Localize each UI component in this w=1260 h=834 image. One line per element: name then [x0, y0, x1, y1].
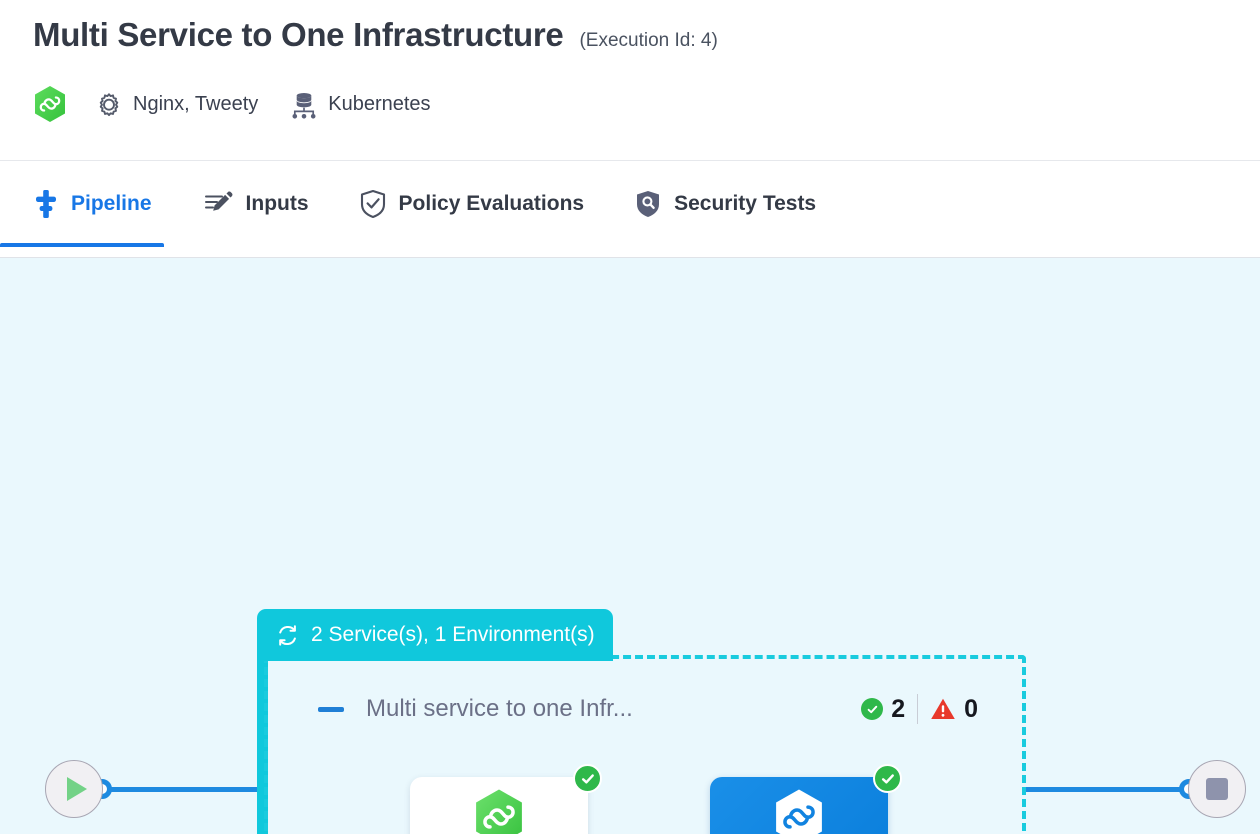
- shield-check-icon: [359, 189, 387, 219]
- group-name: Multi service to one Infr...: [366, 695, 633, 722]
- warning-count-item: 0: [930, 695, 978, 724]
- title-row: Multi Service to One Infrastructure (Exe…: [33, 16, 718, 54]
- services-list: Nginx, Tweety: [133, 92, 259, 115]
- pipeline-canvas[interactable]: 2 Service(s), 1 Environment(s) Multi ser…: [0, 258, 1260, 834]
- warning-count: 0: [964, 694, 978, 723]
- hexagon-infinity-logo-white-icon: [773, 788, 825, 834]
- check-circle-icon: [573, 764, 602, 793]
- tab-policy-evaluations[interactable]: Policy Evaluations: [359, 161, 607, 247]
- loop-repeat-icon: [275, 623, 300, 648]
- edge-start-to-group: [104, 787, 264, 792]
- page-header: Multi Service to One Infrastructure (Exe…: [0, 0, 1260, 161]
- pipeline-end-node[interactable]: [1188, 760, 1246, 818]
- group-status-counts: 2 0: [861, 694, 978, 724]
- play-icon: [67, 777, 87, 801]
- hexagon-infinity-logo-icon: [33, 85, 67, 123]
- tab-inputs-label: Inputs: [245, 192, 309, 215]
- group-left-bar: [257, 658, 268, 834]
- tab-security-tests-label: Security Tests: [674, 192, 817, 215]
- collapse-minus-icon[interactable]: [318, 706, 344, 712]
- tab-bar: Pipeline Inputs Policy Evaluations: [0, 161, 1260, 258]
- group-badge-label: 2 Service(s), 1 Environment(s): [311, 623, 595, 646]
- count-divider: [917, 694, 919, 724]
- meta-row: Nginx, Tweety: [33, 83, 431, 125]
- gear-icon: [95, 90, 123, 118]
- infrastructure-meta: Kubernetes: [290, 89, 431, 119]
- tab-security-tests[interactable]: Security Tests: [634, 161, 838, 247]
- shield-search-icon: [634, 189, 662, 219]
- execution-id: (Execution Id: 4): [579, 30, 718, 51]
- warning-triangle-icon: [930, 697, 956, 721]
- infrastructure-name: Kubernetes: [328, 92, 431, 115]
- success-count: 2: [891, 694, 906, 723]
- edge-group-to-end: [1024, 787, 1194, 792]
- group-dashed-box[interactable]: [264, 655, 1026, 834]
- success-count-item: 2: [861, 695, 905, 724]
- tab-inputs[interactable]: Inputs: [204, 161, 331, 247]
- pipeline-start-node[interactable]: [45, 760, 103, 818]
- tab-policy-evaluations-label: Policy Evaluations: [398, 192, 585, 215]
- group-badge[interactable]: 2 Service(s), 1 Environment(s): [257, 609, 613, 661]
- hexagon-infinity-logo-green-icon: [473, 788, 525, 834]
- service-node-tweety[interactable]: </>: [710, 764, 902, 834]
- tab-pipeline-label: Pipeline: [71, 192, 152, 215]
- tab-pipeline[interactable]: Pipeline: [0, 161, 174, 247]
- kubernetes-cluster-icon: [290, 89, 318, 119]
- group-header-row: Multi service to one Infr... 2: [318, 694, 978, 724]
- services-meta: Nginx, Tweety: [95, 90, 258, 118]
- check-circle-icon: [861, 698, 884, 720]
- check-circle-icon: [873, 764, 902, 793]
- pipeline-icon: [33, 189, 59, 219]
- edit-inputs-icon: [204, 190, 234, 218]
- stop-icon: [1206, 778, 1228, 800]
- page-title: Multi Service to One Infrastructure: [33, 16, 564, 53]
- service-node-nginx[interactable]: </>: [410, 764, 602, 834]
